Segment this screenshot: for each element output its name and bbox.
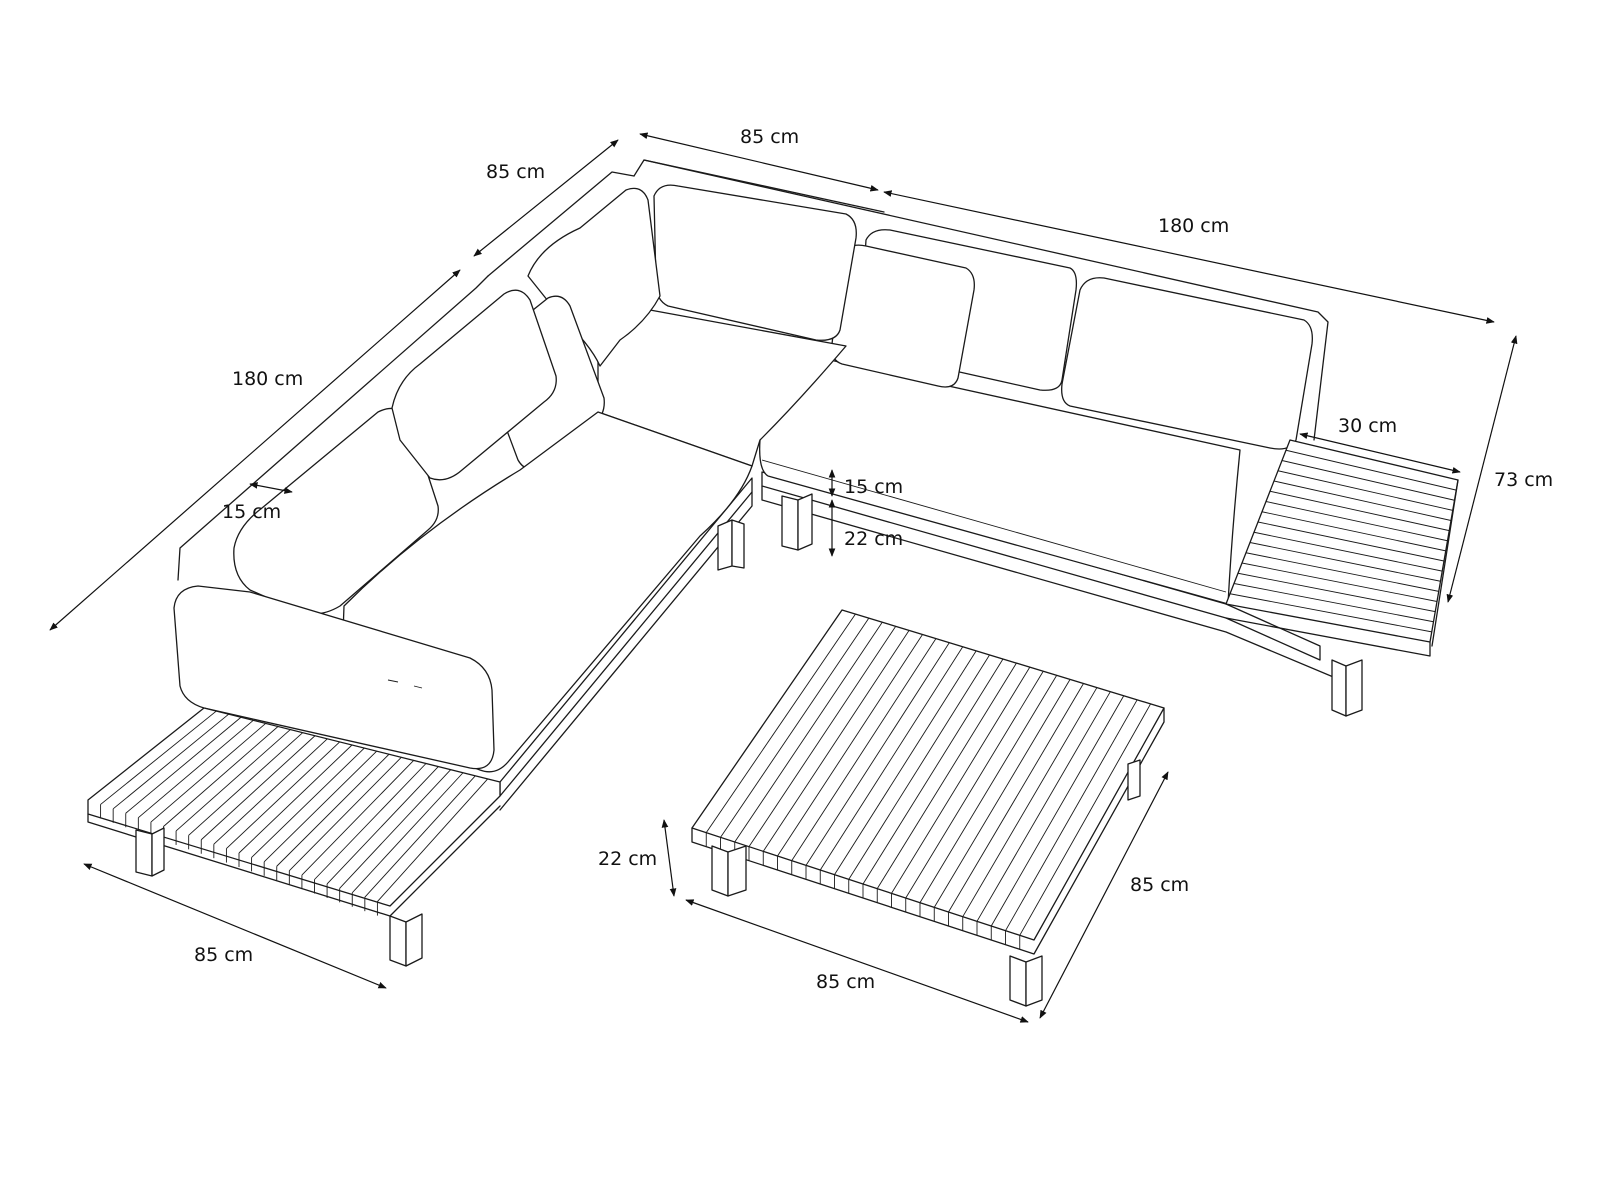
slat-line: [777, 634, 923, 857]
slat-line: [933, 679, 1071, 908]
slat-line: [1229, 593, 1432, 633]
dim-line-side-table-width: [1299, 432, 1461, 474]
dim-line-total-height: [1446, 335, 1518, 603]
slat-line: [948, 683, 1084, 913]
slat-line: [720, 617, 870, 838]
label-top-right-length: 180 cm: [1158, 215, 1229, 237]
slat-line: [748, 626, 897, 847]
slat-line: [1273, 480, 1452, 521]
dim-line-top-corner-depth: [639, 132, 879, 192]
slat-line: [791, 638, 937, 861]
label-side-table-width: 30 cm: [1338, 415, 1397, 437]
slat-line: [263, 750, 377, 863]
slat-line: [734, 621, 883, 843]
slat-line: [919, 675, 1058, 903]
slat-line: [188, 732, 303, 836]
slat-line: [962, 687, 1098, 917]
slat-line: [125, 716, 242, 814]
slat-line: [1245, 552, 1439, 592]
slat-line: [138, 719, 254, 819]
slat-line: [226, 741, 340, 849]
label-left-module-width: 85 cm: [194, 944, 253, 966]
slat-line: [905, 671, 1044, 899]
slat-line: [1237, 572, 1436, 613]
slat-line: [1261, 511, 1446, 552]
slat-line: [848, 654, 990, 880]
label-left-length: 180 cm: [232, 368, 303, 390]
slat-line: [314, 763, 427, 880]
slat-line: [377, 778, 489, 902]
slat-line: [251, 747, 365, 858]
right-side-table: [1225, 439, 1459, 657]
coffee-table: [691, 609, 1165, 1007]
dim-line-left-armrest: [249, 482, 293, 494]
slat-line: [819, 646, 964, 871]
label-top-left-depth: 85 cm: [486, 161, 545, 183]
dimension-lines: [49, 132, 1518, 1023]
label-cushion-height: 15 cm: [844, 476, 903, 498]
slat-line: [301, 760, 414, 876]
label-left-armrest-width: 15 cm: [222, 501, 281, 523]
slat-line: [276, 753, 390, 867]
label-table-depth: 85 cm: [1130, 874, 1189, 896]
slat-line: [238, 744, 353, 854]
slat-line: [862, 658, 1004, 885]
dim-line-table-depth: [1039, 771, 1169, 1019]
slat-line: [805, 642, 950, 866]
slat-line: [163, 726, 279, 827]
corner-sofa-module: [481, 171, 857, 470]
slat-line: [1269, 490, 1450, 532]
dim-line-table-height: [661, 819, 677, 897]
slat-line: [1265, 501, 1448, 542]
dim-line-table-width: [685, 899, 1029, 1023]
slat-line: [175, 729, 291, 832]
dim-line-left-module-width: [83, 863, 387, 989]
slat-line: [100, 710, 217, 805]
slat-line: [1257, 521, 1445, 562]
slat-line: [876, 662, 1017, 889]
dim-line-left-length: [49, 269, 461, 631]
label-total-height: 73 cm: [1494, 469, 1553, 491]
dimension-labels: 85 cm 85 cm 180 cm 180 cm 15 cm 15 cm 22…: [194, 126, 1553, 993]
slat-line: [1249, 542, 1441, 582]
slat-line: [762, 630, 910, 852]
label-table-width: 85 cm: [816, 971, 875, 993]
dim-line-top-left-depth: [473, 139, 619, 257]
slat-line: [1241, 562, 1438, 602]
slat-line: [213, 738, 328, 845]
slat-line: [834, 650, 977, 875]
slat-line: [1233, 583, 1434, 623]
slat-line: [1253, 531, 1443, 572]
slat-line: [705, 613, 856, 833]
slat-line: [289, 757, 402, 871]
slat-line: [112, 713, 229, 810]
slat-line: [200, 735, 316, 841]
slat-line: [1277, 470, 1453, 511]
label-top-corner-depth: 85 cm: [740, 126, 799, 148]
label-frame-height: 22 cm: [844, 528, 903, 550]
dim-line-top-right-length: [883, 190, 1495, 324]
label-table-height: 22 cm: [598, 848, 657, 870]
slat-line: [150, 723, 266, 823]
slat-line: [891, 666, 1031, 894]
